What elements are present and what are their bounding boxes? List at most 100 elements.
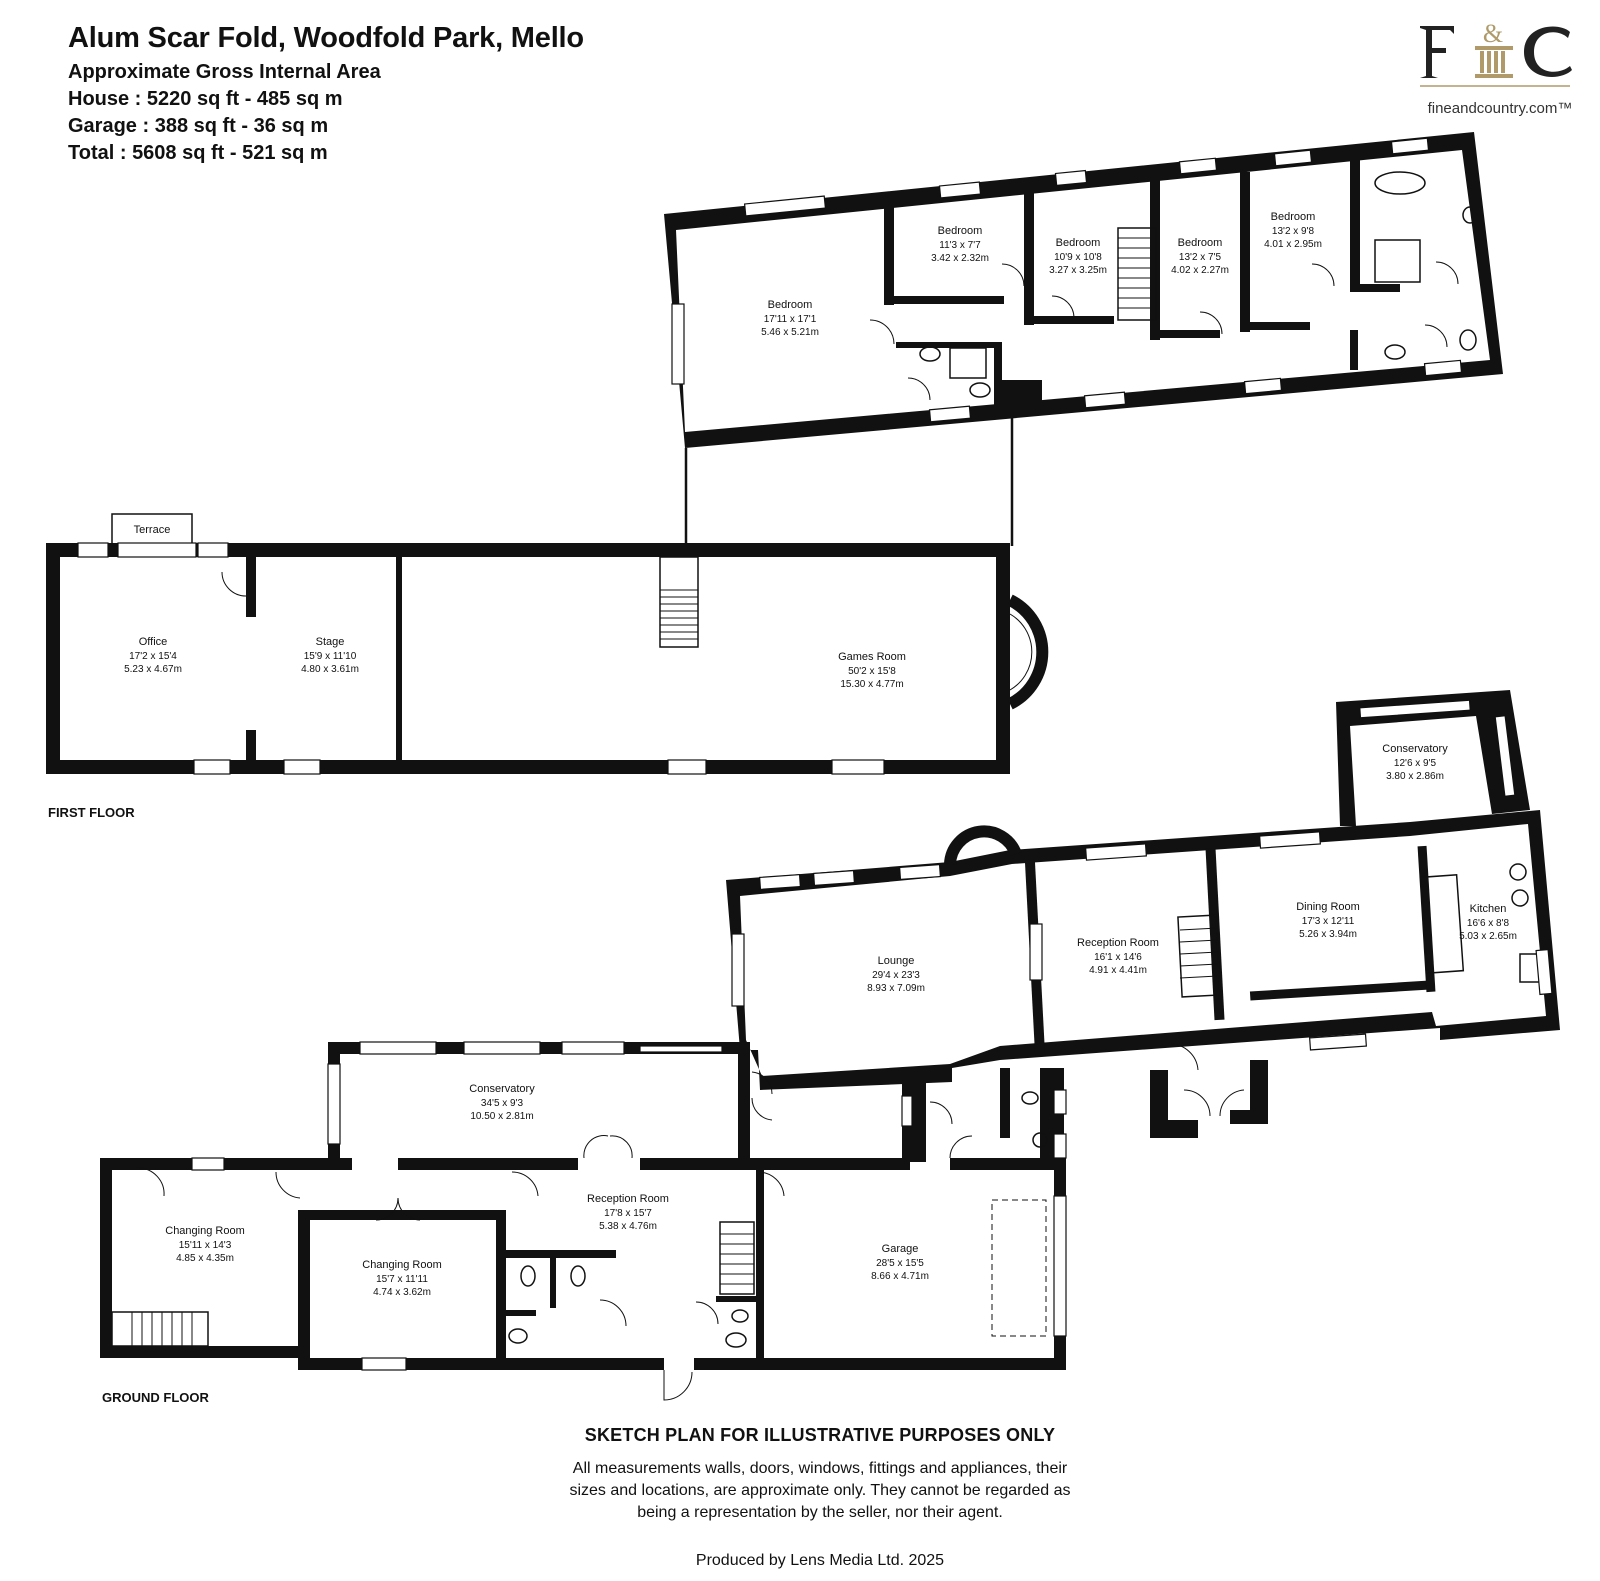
disclaimer: SKETCH PLAN FOR ILLUSTRATIVE PURPOSES ON… — [480, 1425, 1160, 1570]
stairs-reception-west — [719, 1221, 755, 1295]
ground-floor: Conservatory 12'6 x 9'5 3.80 x 2.86m Lou… — [100, 690, 1560, 1401]
room-reception-east-metric: 4.91 x 4.41m — [1089, 965, 1147, 976]
room-bedroom-2-imperial: 11'3 x 7'7 — [939, 240, 981, 251]
room-bedroom-5-name: Bedroom — [1271, 211, 1316, 223]
room-changing-2-metric: 4.74 x 3.62m — [373, 1287, 431, 1298]
logo-mark: & — [1420, 19, 1572, 87]
basin-icon — [1384, 344, 1406, 360]
stairs-games-room — [659, 556, 699, 648]
area-subtitle: Approximate Gross Internal Area — [68, 61, 381, 83]
room-conservatory-east-metric: 3.80 x 2.86m — [1386, 771, 1444, 782]
house-area: House : 5220 sq ft - 485 sq m — [68, 88, 343, 110]
basin-icon — [508, 1328, 528, 1344]
room-bedroom-1-imperial: 17'11 x 17'1 — [764, 314, 817, 325]
room-office-metric: 5.23 x 4.67m — [124, 664, 182, 675]
room-bedroom-4-name: Bedroom — [1178, 237, 1223, 249]
room-bedroom-4-metric: 4.02 x 2.27m — [1171, 265, 1229, 276]
logo-pillar-capital — [1475, 46, 1513, 50]
shower-icon — [1374, 239, 1421, 283]
room-bedroom-3-imperial: 10'9 x 10'8 — [1054, 252, 1102, 263]
room-conservatory-west-metric: 10.50 x 2.81m — [470, 1111, 533, 1122]
disclaimer-body: All measurements walls, doors, windows, … — [480, 1458, 1160, 1524]
room-lounge-name: Lounge — [878, 955, 915, 967]
disclaimer-line-3: being a representation by the seller, no… — [637, 1504, 1003, 1521]
basin-icon — [1462, 206, 1478, 224]
room-terrace-name: Terrace — [134, 524, 171, 536]
stairs-upper — [1117, 227, 1157, 321]
room-dining-imperial: 17'3 x 12'11 — [1302, 916, 1355, 927]
stairs-changing-room — [111, 1311, 209, 1347]
room-changing-1-name: Changing Room — [165, 1225, 245, 1237]
logo-letter-c — [1524, 26, 1572, 77]
bedroom-wing: Bedroom 17'11 x 17'1 5.46 x 5.21m Bedroo… — [664, 132, 1503, 546]
room-garage-imperial: 28'5 x 15'5 — [876, 1258, 924, 1269]
room-bedroom-1-name: Bedroom — [768, 299, 813, 311]
room-bedroom-3-name: Bedroom — [1056, 237, 1101, 249]
room-stage-name: Stage — [316, 636, 345, 648]
room-garage-metric: 8.66 x 4.71m — [871, 1271, 929, 1282]
room-dining-name: Dining Room — [1296, 901, 1360, 913]
window — [743, 195, 827, 217]
room-bedroom-4-imperial: 13'2 x 7'5 — [1179, 252, 1222, 263]
room-conservatory-west-imperial: 34'5 x 9'3 — [481, 1098, 524, 1109]
first-floor-wing: Terrace Office 17'2 x 15'4 5.23 x 4.67m — [46, 513, 1049, 775]
plan-header: Alum Scar Fold, Woodfold Park, Mello App… — [68, 22, 584, 167]
room-reception-east-imperial: 16'1 x 14'6 — [1094, 952, 1142, 963]
basin-icon — [919, 346, 941, 362]
bay-window — [1007, 594, 1049, 710]
room-stage-imperial: 15'9 x 11'10 — [304, 651, 357, 662]
garage-door-outline — [991, 1199, 1047, 1337]
shower-icon — [949, 347, 987, 379]
room-reception-west-metric: 5.38 x 4.76m — [599, 1221, 657, 1232]
fine-and-country-logo: & fineandcountry.com™ — [1420, 18, 1580, 130]
room-garage-name: Garage — [882, 1243, 919, 1255]
door — [869, 319, 895, 345]
room-kitchen-name: Kitchen — [1470, 903, 1507, 915]
room-changing-1-imperial: 15'11 x 14'3 — [179, 1240, 232, 1251]
room-changing-2-name: Changing Room — [362, 1259, 442, 1271]
room-office-name: Office — [139, 636, 168, 648]
room-games-name: Games Room — [838, 651, 906, 663]
property-title: Alum Scar Fold, Woodfold Park, Mello — [68, 22, 584, 54]
hob-icon — [1511, 889, 1529, 907]
toilet-icon — [1021, 1091, 1039, 1105]
room-stage-metric: 4.80 x 3.61m — [301, 664, 359, 675]
room-games-metric: 15.30 x 4.77m — [840, 679, 903, 690]
garage-area: Garage : 388 sq ft - 36 sq m — [68, 115, 329, 137]
disclaimer-line-1: All measurements walls, doors, windows, … — [572, 1460, 1068, 1477]
floor-plan: Bedroom 17'11 x 17'1 5.46 x 5.21m Bedroo… — [46, 132, 1560, 1405]
bath-icon — [1374, 171, 1426, 195]
room-lounge-metric: 8.93 x 7.09m — [867, 983, 925, 994]
logo-website: fineandcountry.com™ — [1427, 100, 1573, 117]
room-reception-west-imperial: 17'8 x 15'7 — [604, 1208, 652, 1219]
disclaimer-line-2: sizes and locations, are approximate onl… — [569, 1482, 1071, 1499]
room-changing-2-imperial: 15'7 x 11'11 — [376, 1274, 428, 1285]
toilet-icon — [969, 382, 991, 398]
room-kitchen-metric: 5.03 x 2.65m — [1459, 931, 1517, 942]
east-block-walls — [726, 810, 1560, 1090]
room-reception-east-name: Reception Room — [1077, 937, 1159, 949]
room-games-imperial: 50'2 x 15'8 — [848, 666, 896, 677]
toilet-icon — [725, 1332, 747, 1348]
logo-letter-f — [1420, 26, 1454, 78]
toilet-icon — [520, 1265, 536, 1287]
kitchen-island — [1419, 874, 1465, 974]
room-bedroom-1-metric: 5.46 x 5.21m — [761, 327, 819, 338]
room-conservatory-east-imperial: 12'6 x 9'5 — [1394, 758, 1437, 769]
basin-icon — [731, 1309, 749, 1323]
room-dining-metric: 5.26 x 3.94m — [1299, 929, 1357, 940]
conservatory-east-walls — [1336, 690, 1530, 826]
porch-walls — [1150, 1060, 1268, 1138]
stairs-reception — [1177, 914, 1221, 998]
room-bedroom-3-metric: 3.27 x 3.25m — [1049, 265, 1107, 276]
room-bedroom-5-metric: 4.01 x 2.95m — [1264, 239, 1322, 250]
room-bedroom-2-name: Bedroom — [938, 225, 983, 237]
room-bedroom-2-metric: 3.42 x 2.32m — [931, 253, 989, 264]
total-area: Total : 5608 sq ft - 521 sq m — [68, 142, 328, 164]
room-conservatory-west-name: Conservatory — [469, 1083, 535, 1095]
toilet-icon — [570, 1265, 586, 1287]
logo-ampersand: & — [1483, 19, 1503, 48]
disclaimer-heading: SKETCH PLAN FOR ILLUSTRATIVE PURPOSES ON… — [584, 1425, 1056, 1445]
producer-credit: Produced by Lens Media Ltd. 2025 — [695, 1552, 945, 1569]
room-lounge-imperial: 29'4 x 23'3 — [872, 970, 920, 981]
